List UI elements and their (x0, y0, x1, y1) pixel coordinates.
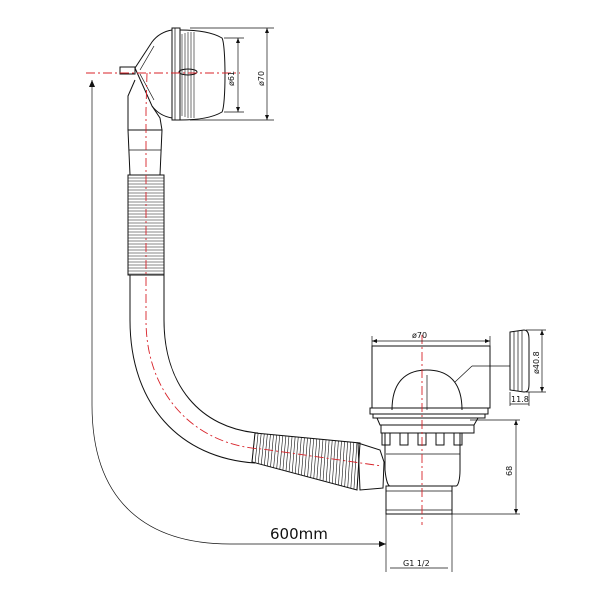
hose-rib (341, 441, 345, 486)
horizontal-corrugated-hose (251, 432, 361, 491)
hose-connector (357, 442, 385, 491)
hose-rib (273, 435, 277, 468)
dimension-labels: ø61 ø70 ø70 ø40.8 11.8 68 600mm G1 1/2 (227, 71, 541, 568)
overflow-head (119, 27, 226, 131)
dim-basket-diameter: ø70 (412, 331, 427, 340)
cable-stub (119, 66, 136, 75)
dim-top-outer: ø70 (257, 71, 266, 86)
overflow-slot (178, 68, 198, 76)
hose-rib (313, 438, 318, 479)
hose-rib (307, 438, 311, 477)
overflow-body (134, 29, 173, 119)
hose-rib (282, 435, 287, 471)
dim-plug-thickness: 11.8 (511, 395, 529, 404)
hose-rib (353, 442, 358, 490)
dim-strainer-height: 68 (505, 466, 514, 476)
strainer-basket-outline (371, 345, 491, 409)
strainer-knob (391, 369, 463, 411)
hose-rib (251, 432, 256, 463)
hose-rib (350, 442, 355, 489)
dimension-lines (89, 27, 546, 572)
hose-rib (301, 437, 305, 476)
hose-rib (325, 440, 330, 482)
dim-plug-diameter: ø40.8 (532, 351, 541, 374)
hose-rib (338, 441, 342, 486)
upper-pipe (127, 129, 163, 176)
hose-rib (316, 439, 321, 480)
hose-rib (298, 437, 302, 475)
hose-rib (310, 438, 314, 478)
dim-horizontal-length: 600mm (270, 525, 328, 543)
centerlines (86, 72, 423, 525)
hose-rib (291, 436, 296, 473)
hose-rib (331, 440, 336, 484)
basket-strainer (369, 345, 491, 515)
dim-top-inner: ø61 (227, 71, 236, 86)
hose-rib (260, 433, 265, 465)
curved-pipe (129, 275, 259, 464)
hose-rib (254, 433, 259, 463)
hose-rib (322, 439, 327, 481)
overflow-cover-dome (179, 29, 226, 121)
overflow-cover-rim (171, 27, 181, 121)
hose-rib (285, 436, 290, 472)
hose-rib (335, 440, 339, 485)
hose-rib (276, 435, 281, 469)
outlet-thread (385, 485, 453, 515)
hose-rib (288, 436, 293, 472)
hose-rib (344, 441, 348, 487)
hose-rib (319, 439, 324, 481)
dim-thread: G1 1/2 (403, 559, 430, 568)
hose-rib (304, 437, 308, 477)
plug-side-view (509, 329, 530, 393)
hose-rib (347, 442, 352, 488)
hose-rib (294, 437, 299, 474)
hose-rib (279, 435, 284, 470)
hose-rib (328, 440, 333, 483)
